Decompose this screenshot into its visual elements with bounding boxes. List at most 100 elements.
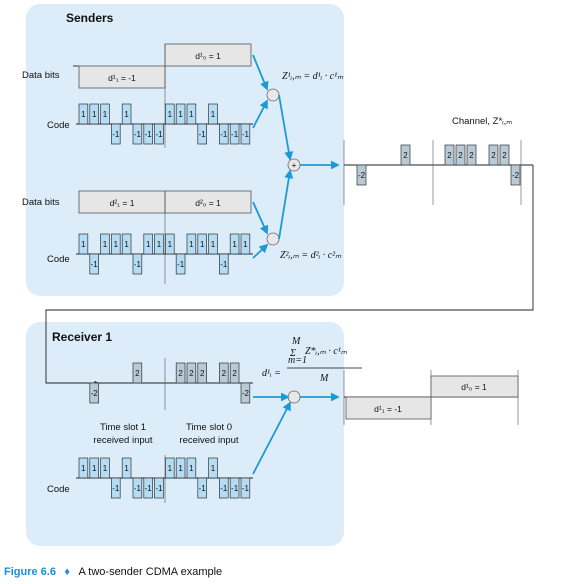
sender2-code-bar-label: 1 <box>81 240 86 249</box>
receiver-slot0-label-line2: received input <box>179 435 239 446</box>
sender1-multiplier <box>266 88 280 102</box>
sender1-code-label: Code <box>47 120 70 131</box>
channel-label: Channel, Z*ᵢ,ₘ <box>452 116 512 127</box>
sender1-code-bar <box>186 103 197 125</box>
sender2-code-bar <box>219 253 229 275</box>
sender2-bit0-label: d²₀ = 1 <box>195 198 221 208</box>
receiver-slot1-label-line2: received input <box>93 435 153 446</box>
receiver-code-arrow <box>252 401 291 475</box>
sender2-data-bits-label: Data bits <box>22 197 60 208</box>
caption-number: Figure 6.6 <box>4 566 56 578</box>
receiver-code-bar-label: -1 <box>231 484 239 493</box>
sender2-code-bar <box>186 233 197 255</box>
receiver-code-bar <box>240 477 251 499</box>
channel-bar <box>499 144 510 166</box>
channel-to-receiver-wire <box>45 165 534 386</box>
sender2-code-bar <box>175 253 186 275</box>
receiver-code-bar-label: -1 <box>199 484 207 493</box>
sender2-code-bar <box>197 233 207 255</box>
channel-bar-label: 2 <box>458 151 463 160</box>
sender2-code-bar-label: 1 <box>157 240 162 249</box>
sender2-code-bar-label: -1 <box>177 260 185 269</box>
receiver-slot0-label-line1: Time slot 0 <box>186 422 232 433</box>
formula-sum: Σ <box>289 348 296 359</box>
receiver-code-label: Code <box>47 484 70 495</box>
channel-bar <box>444 144 455 166</box>
channel-bar <box>356 164 367 186</box>
channel-bar-label: 2 <box>491 151 496 160</box>
channel-bar <box>466 144 477 166</box>
sender1-code-bar-label: -1 <box>231 130 239 139</box>
figure-caption: Figure 6.6 ♦ A two-sender CDMA example <box>4 562 222 579</box>
receiver-formula: d¹ᵢ = Σ M m=1 Z*ᵢ,ₘ · c¹ₘ M <box>262 336 362 384</box>
sender1-bit0-label: d¹₀ = 1 <box>195 51 221 61</box>
sender1-code-bar-label: 1 <box>168 110 173 119</box>
sender2-code-bar <box>229 233 240 255</box>
sender2-data-arrow <box>252 201 269 235</box>
receiver-panel <box>26 322 344 546</box>
receiver-out-bit1-label: d¹₁ = -1 <box>374 404 402 414</box>
sender2-code-bar <box>111 233 121 255</box>
sender1-code-bar-label: -1 <box>145 130 153 139</box>
sender1-code-bar-label: -1 <box>242 130 250 139</box>
sender2-code-bar-label: 1 <box>103 240 108 249</box>
receiver-out-bit0-box <box>430 375 519 398</box>
receiver-code-bar <box>111 477 121 499</box>
sender1-data-arrow <box>252 54 269 91</box>
sender1-to-adder-arrow <box>278 94 294 161</box>
sender1-data-bits-label: Data bits <box>22 70 60 81</box>
receiver-code-bar <box>121 457 132 479</box>
sender1-code-bar <box>121 103 132 125</box>
sender1-code-bar-label: 1 <box>189 110 194 119</box>
sender1-code-bar-label: -1 <box>199 130 207 139</box>
receiver-slot1-label-line1: Time slot 1 <box>100 422 146 433</box>
formula-sum-bottom: m=1 <box>288 355 307 366</box>
receiver-code-bar-label: 1 <box>168 464 173 473</box>
channel-bar <box>488 144 499 166</box>
receiver-input-bar <box>197 362 207 384</box>
sender2-multiplier <box>266 232 280 246</box>
receiver-input-bar <box>89 382 99 404</box>
receiver-code-bar <box>175 457 186 479</box>
receiver-code-bar-label: 1 <box>178 464 183 473</box>
receiver-code-bar-label: -1 <box>220 484 228 493</box>
receiver-input-bar-label: -2 <box>91 389 99 398</box>
sender1-code-bar <box>89 103 99 125</box>
formula-sum-top: M <box>291 336 301 347</box>
sender1-output-formula: Z¹ᵢ,ₘ = d¹ᵢ · c¹ₘ <box>282 71 344 82</box>
receiver-code-bar-label: 1 <box>81 464 86 473</box>
sender1-code-bar <box>219 123 229 145</box>
channel-bar-label: 2 <box>403 151 408 160</box>
channel-bar-label: 2 <box>469 151 474 160</box>
receiver-code-bar <box>100 457 110 479</box>
formula-denominator: M <box>319 373 329 384</box>
sender1-code-bar <box>132 123 143 145</box>
receiver-code-bar-label: 1 <box>103 464 108 473</box>
receiver-input-bar-label: 2 <box>222 369 227 378</box>
receiver-input-bar <box>175 362 186 384</box>
formula-lhs: d¹ᵢ = <box>262 368 281 379</box>
receiver-code-bar-label: 1 <box>124 464 129 473</box>
receiver-input-bar <box>219 362 229 384</box>
sender1-code-bar-label: -1 <box>134 130 142 139</box>
sender1-code-bar <box>165 103 175 125</box>
receiver-code-bar <box>132 477 143 499</box>
receiver-input-bar <box>186 362 197 384</box>
receiver-input-bar-label: 2 <box>200 369 205 378</box>
receiver-code-bar-label: -1 <box>112 484 120 493</box>
receiver-code-bar-label: 1 <box>211 464 216 473</box>
receiver-input-bar-label: -2 <box>242 389 250 398</box>
sender2-code-bar <box>89 253 99 275</box>
sender1-code-bar <box>208 103 218 125</box>
adder-symbol: + <box>292 160 297 170</box>
sender1-bit1-label: d¹₁ = -1 <box>108 73 136 83</box>
receiver-code-bar-label: -1 <box>155 484 163 493</box>
receiver-code-bar <box>143 477 153 499</box>
sender1-code-bar-label: -1 <box>112 130 120 139</box>
sender2-code-bar <box>100 233 110 255</box>
sender1-code-bar-label: 1 <box>124 110 129 119</box>
